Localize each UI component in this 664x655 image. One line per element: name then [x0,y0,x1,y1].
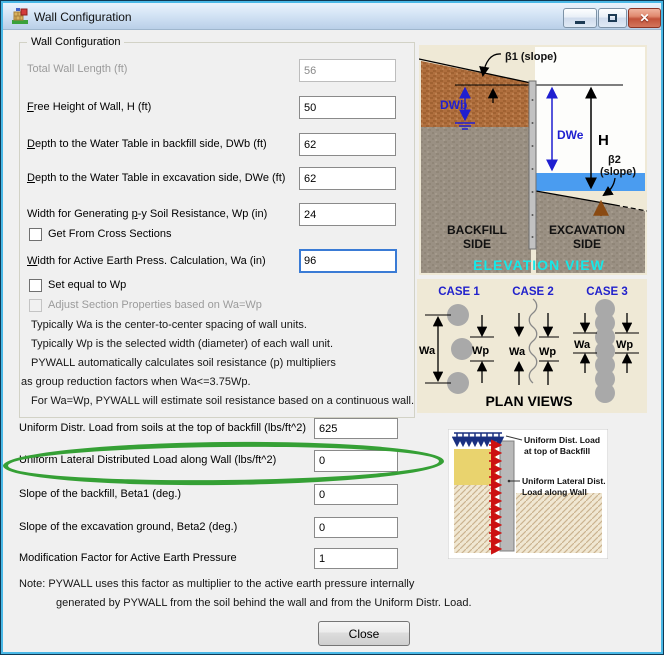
free-height-input[interactable] [299,96,396,119]
backfill-side-label-line1: BACKFILL [447,223,507,237]
plan-views-diagram: CASE 1 CASE 2 CASE 3 Wa Wp Wa Wp [417,279,647,413]
set-equal-wp-checkbox[interactable] [29,279,42,292]
beta2-slope-input[interactable] [314,517,398,538]
wa-note-3: PYWALL automatically calculates soil res… [31,357,336,369]
wall [499,440,515,552]
beta1-slope-label: Slope of the backfill, Beta1 (deg.) [19,488,182,500]
wa-note-2: Typically Wp is the selected width (diam… [31,338,334,350]
load-label2-line1: Uniform Lateral Dist. [522,476,606,486]
free-height-label: Free Height of Wall, H (ft) [27,101,152,113]
wa-note-4: as group reduction factors when Wa<=3.75… [21,376,251,388]
h-annotation: H [598,132,609,149]
backfill-lower-soil [421,127,531,273]
wall-configuration-groupbox [19,42,415,418]
set-equal-wp-label: Set equal to Wp [48,279,127,291]
excavation-soil [536,191,645,273]
elevation-view-diagram: β1 (slope) DWb DWe H β2 (slope) BACKFILL… [419,45,647,275]
case1-wa-label: Wa [419,345,436,357]
case1-pile [447,372,469,394]
water-table-excavation-input[interactable] [299,167,396,190]
minimize-icon [575,21,585,24]
wa-note-1: Typically Wa is the center-to-center spa… [31,319,307,331]
beta2-annotation-line1: β2 [608,154,621,166]
groupbox-caption: Wall Configuration [27,36,125,48]
adjust-section-checkbox [29,299,42,312]
maximize-icon [608,14,617,22]
maximize-button[interactable] [598,8,627,28]
wall [528,80,537,250]
beta1-slope-input[interactable] [314,484,398,505]
highlight-ellipse-annotation [2,439,445,488]
water-table-backfill-input[interactable] [299,133,396,156]
app-icon [12,8,28,24]
beta2-annotation-line2: (slope) [600,166,636,178]
dwb-annotation: DWb [440,98,467,112]
load-diagram: Uniform Dist. Load at top of Backfill Un… [448,429,608,559]
load-label2-line2: Load along Wall [522,487,587,497]
case3-label: CASE 3 [586,286,628,298]
beta1-slope-annotation: β1 (slope) [505,51,557,63]
modification-factor-input[interactable] [314,548,398,569]
case2-wp-label: Wp [539,346,556,358]
excavation-side-label-line1: EXCAVATION [549,223,625,237]
case1-label: CASE 1 [438,286,480,298]
close-window-button[interactable]: ✕ [628,8,661,28]
factor-note-2: generated by PYWALL from the soil behind… [56,597,472,609]
modification-factor-label: Modification Factor for Active Earth Pre… [19,552,237,564]
uniform-top-load-label: Uniform Distr. Load from soils at the to… [19,422,306,434]
case1-wp-label: Wp [472,345,489,357]
window-title: Wall Configuration [34,10,132,24]
uniform-top-load-input[interactable] [314,418,398,439]
close-icon: ✕ [639,11,650,25]
beta2-slope-label: Slope of the excavation ground, Beta2 (d… [19,521,238,533]
water-table-excavation-label: Depth to the Water Table in excavation s… [27,172,286,184]
wa-note-5: For Wa=Wp, PYWALL will estimate soil res… [31,395,415,407]
backfill-side-label-line2: SIDE [463,237,491,251]
minimize-button[interactable] [563,8,597,28]
title-bar[interactable]: Wall Configuration ✕ [3,3,661,30]
uniform-lateral-load-input[interactable] [314,450,398,472]
dwe-annotation: DWe [557,128,584,142]
width-active-earth-label: Width for Active Earth Press. Calculatio… [27,255,266,267]
plan-views-caption: PLAN VIEWS [485,393,572,409]
case2-label: CASE 2 [512,286,554,298]
case1-pile [447,304,469,326]
excavation-side-label-line2: SIDE [573,237,601,251]
case1-pile [451,338,473,360]
case3-pile-column [595,299,615,403]
total-wall-length-label: Total Wall Length (ft) [27,63,128,75]
get-from-cross-sections-label: Get From Cross Sections [48,228,172,240]
total-wall-length-input [299,59,396,82]
case3-wa-label: Wa [574,339,591,351]
right-soil-hatch [516,493,602,553]
width-py-resistance-input[interactable] [299,203,396,226]
case3-wp-label: Wp [616,339,633,351]
load-label1-line1: Uniform Dist. Load [524,435,600,445]
uniform-lateral-load-label: Uniform Lateral Distributed Load along W… [19,454,277,466]
get-from-cross-sections-checkbox[interactable] [29,228,42,241]
close-dialog-button[interactable]: Close [318,621,410,646]
backfill-layer [454,449,496,485]
left-soil-hatch [454,485,496,553]
water-table-backfill-label: Depth to the Water Table in backfill sid… [27,138,267,150]
elevation-view-caption: ELEVATION VIEW [473,257,605,273]
load-label1-line2: at top of Backfill [524,446,590,456]
case2-wa-label: Wa [509,346,526,358]
factor-note-1: Note: PYWALL uses this factor as multipl… [19,578,415,590]
width-active-earth-input[interactable] [299,249,397,273]
width-py-resistance-label: Width for Generating p-y Soil Resistance… [27,208,268,220]
adjust-section-label: Adjust Section Properties based on Wa=Wp [48,299,262,311]
case2-sheet-pile [528,298,538,384]
